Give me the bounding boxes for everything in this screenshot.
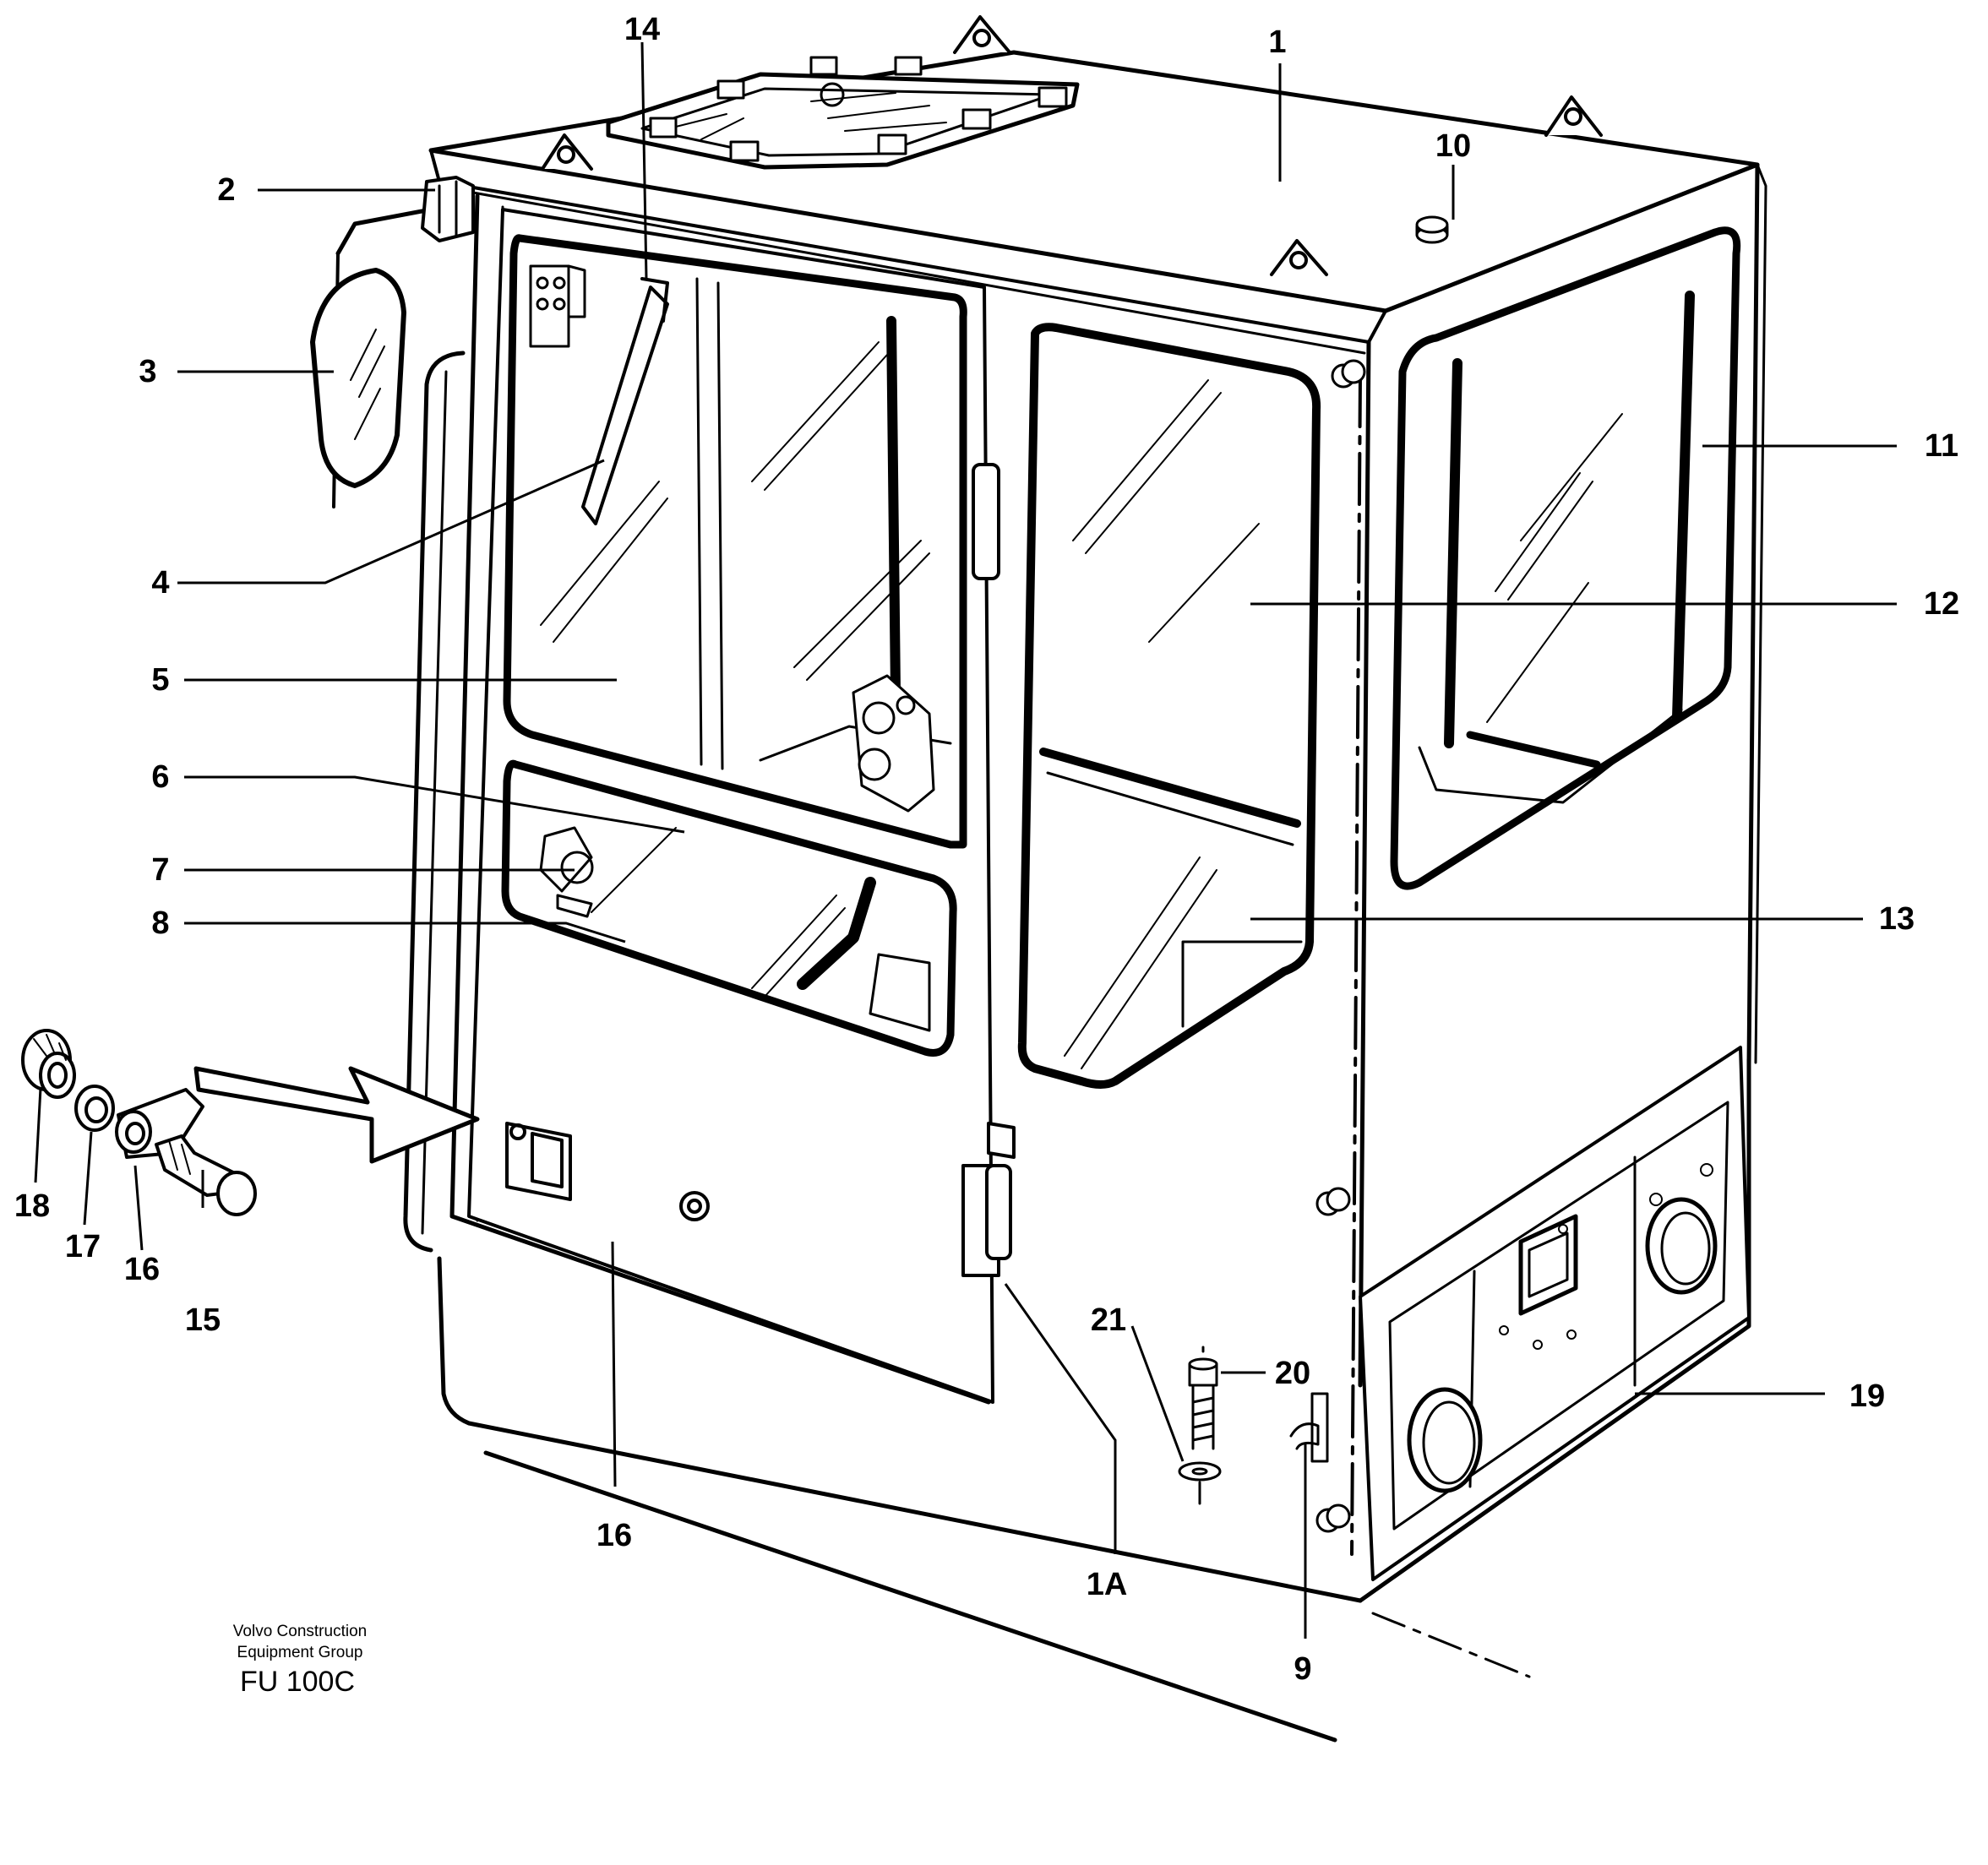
lifting-eyes [541, 15, 1603, 276]
callout-14: 14 [624, 12, 660, 47]
door-handle [505, 1122, 710, 1221]
callout-7: 7 [151, 852, 169, 888]
caption-code: FU 100C [240, 1666, 355, 1698]
callout-13: 13 [1879, 901, 1914, 937]
callout-20: 20 [1275, 1356, 1310, 1391]
callout-9: 9 [1294, 1651, 1311, 1687]
door-lock [852, 674, 935, 813]
roof-front-edge [429, 149, 1387, 344]
gas-strut [581, 277, 669, 525]
callout-6: 6 [151, 759, 169, 795]
callout-4: 4 [151, 565, 169, 601]
cable-strip [1289, 1392, 1329, 1463]
roof-front-rail [471, 191, 1366, 355]
cab-base [437, 1256, 1363, 1603]
cab-rail [1350, 374, 1362, 1556]
callout-19: 19 [1849, 1378, 1885, 1414]
callout-labels: 1 1A 2 3 4 5 6 7 8 9 10 11 12 13 14 15 1… [14, 12, 1959, 1687]
door-hinges [961, 463, 1016, 1277]
callout-17: 17 [65, 1229, 101, 1264]
right-body-edge [1754, 163, 1767, 1064]
ground-dash [1371, 1612, 1531, 1678]
window-hinge [529, 264, 586, 348]
callout-11: 11 [1925, 428, 1958, 464]
cab-right-bottom [1358, 1058, 1751, 1603]
front-frame [449, 193, 991, 1405]
front-right-window [1017, 323, 1321, 1089]
callout-1A: 1A [1087, 1567, 1128, 1602]
callout-21: 21 [1091, 1302, 1126, 1338]
callout-3: 3 [139, 354, 156, 389]
roof-hatch [606, 56, 1080, 170]
callout-18: 18 [14, 1188, 50, 1224]
callout-12: 12 [1924, 586, 1959, 622]
callout-1: 1 [1268, 24, 1286, 60]
grab-handle-inner [421, 370, 448, 1235]
side-frame [1358, 162, 1760, 1388]
bolt-and-washer [1178, 1346, 1222, 1505]
caption-line-2: Equipment Group [237, 1644, 363, 1661]
hvac-unit [1359, 1046, 1751, 1581]
callout-8: 8 [151, 905, 169, 941]
cab-body [21, 15, 1767, 1743]
callout-16-door: 16 [596, 1518, 632, 1553]
door-lower-window [501, 759, 957, 1057]
callout-16-exploded: 16 [124, 1252, 160, 1287]
window-latch [539, 826, 594, 918]
cab-base-bottom [483, 1450, 1337, 1743]
exploded-parts [21, 1029, 257, 1216]
leader-lines [34, 41, 1897, 1639]
callout-10: 10 [1435, 128, 1471, 164]
filler-cap [1415, 215, 1449, 244]
callout-15: 15 [185, 1302, 221, 1338]
caption-block: Volvo Construction Equipment Group FU 10… [233, 1623, 367, 1698]
mirror-assembly [310, 176, 475, 508]
body-bolts [1315, 359, 1366, 1533]
callout-2: 2 [217, 172, 235, 208]
grab-handle [403, 351, 466, 1253]
callout-5: 5 [151, 662, 169, 698]
caption-line-1: Volvo Construction [233, 1623, 367, 1640]
side-window [1390, 226, 1741, 890]
assembly-arrow [193, 1066, 480, 1164]
